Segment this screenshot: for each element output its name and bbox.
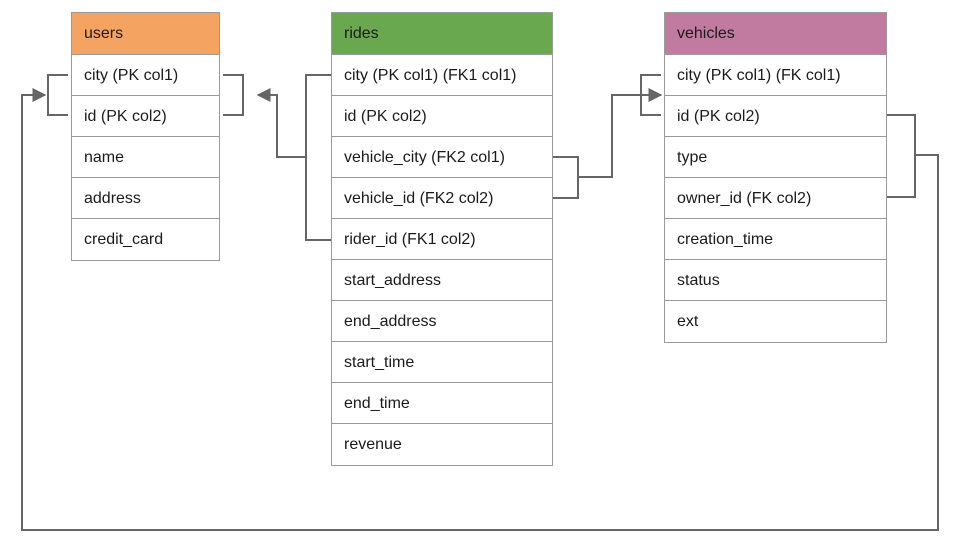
table-users-column-name[interactable]: name xyxy=(72,137,219,178)
table-vehicles-column-id[interactable]: id (PK col2) xyxy=(665,96,886,137)
table-vehicles-column-ext[interactable]: ext xyxy=(665,301,886,342)
table-rides-column-city[interactable]: city (PK col1) (FK1 col1) xyxy=(332,55,552,96)
table-users-column-credit-card[interactable]: credit_card xyxy=(72,219,219,260)
table-vehicles-column-city[interactable]: city (PK col1) (FK col1) xyxy=(665,55,886,96)
table-rides-column-end-address[interactable]: end_address xyxy=(332,301,552,342)
table-users-column-address[interactable]: address xyxy=(72,178,219,219)
table-rides-column-id[interactable]: id (PK col2) xyxy=(332,96,552,137)
table-users[interactable]: users city (PK col1) id (PK col2) name a… xyxy=(71,12,220,261)
table-rides-column-revenue[interactable]: revenue xyxy=(332,424,552,465)
table-users-header: users xyxy=(72,13,219,55)
table-vehicles-column-status[interactable]: status xyxy=(665,260,886,301)
table-vehicles-column-owner-id[interactable]: owner_id (FK col2) xyxy=(665,178,886,219)
connector-vehicles-left-junction xyxy=(640,74,661,116)
table-rides-header: rides xyxy=(332,13,552,55)
table-vehicles[interactable]: vehicles city (PK col1) (FK col1) id (PK… xyxy=(664,12,887,343)
table-users-column-city[interactable]: city (PK col1) xyxy=(72,55,219,96)
table-rides[interactable]: rides city (PK col1) (FK1 col1) id (PK c… xyxy=(331,12,553,466)
connector-rides-to-users xyxy=(305,74,331,241)
table-vehicles-column-creation-time[interactable]: creation_time xyxy=(665,219,886,260)
connector-users-left-junction xyxy=(47,74,68,116)
table-vehicles-column-type[interactable]: type xyxy=(665,137,886,178)
table-rides-column-vehicle-city[interactable]: vehicle_city (FK2 col1) xyxy=(332,137,552,178)
table-rides-column-start-time[interactable]: start_time xyxy=(332,342,552,383)
connector-rides-to-vehicles-arrow xyxy=(578,88,663,178)
table-rides-column-start-address[interactable]: start_address xyxy=(332,260,552,301)
table-vehicles-header: vehicles xyxy=(665,13,886,55)
table-rides-column-end-time[interactable]: end_time xyxy=(332,383,552,424)
table-rides-column-vehicle-id[interactable]: vehicle_id (FK2 col2) xyxy=(332,178,552,219)
connector-vehicles-to-users xyxy=(887,114,916,198)
connector-rides-to-users-arrow xyxy=(256,88,306,158)
table-users-column-id[interactable]: id (PK col2) xyxy=(72,96,219,137)
table-rides-column-rider-id[interactable]: rider_id (FK1 col2) xyxy=(332,219,552,260)
connector-users-right-junction xyxy=(223,74,244,116)
connector-rides-to-vehicles xyxy=(553,156,579,199)
